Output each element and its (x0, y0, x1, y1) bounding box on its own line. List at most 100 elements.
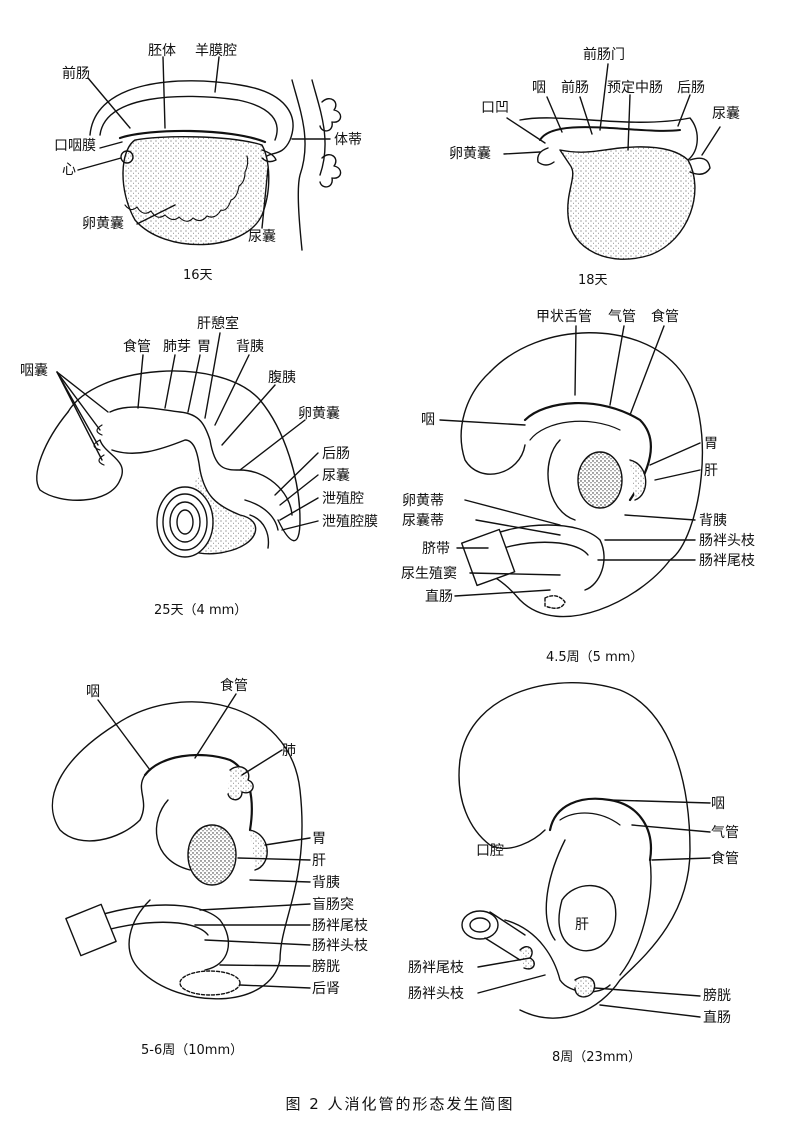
label-hindgut: 后肠 (677, 80, 705, 96)
label-bladder: 膀胱 (703, 988, 731, 1004)
label-stomach: 胃 (312, 831, 326, 847)
panel-25-drawing (36, 332, 319, 558)
esophagus-shape-8 (619, 859, 652, 976)
label-anterior-intestinal-portal: 前肠门 (583, 47, 625, 63)
gut-loop-56 (84, 904, 230, 971)
label-hepatic-diverticulum: 肝憩室 (197, 316, 239, 332)
liver-shape-56 (187, 824, 237, 886)
label-esophagus: 食管 (711, 851, 739, 867)
label-pharynx: 咽 (532, 80, 546, 96)
label-yolk-sac: 卵黄囊 (298, 406, 340, 422)
label-liver: 肝 (575, 917, 589, 933)
label-caudal-limb: 肠袢尾枝 (312, 918, 368, 934)
label-stomach: 胃 (197, 339, 211, 355)
label-allantoic-stalk: 尿囊蒂 (402, 513, 444, 529)
panel-45-drawing (439, 325, 704, 618)
label-heart: 心 (62, 162, 76, 178)
label-liver: 肝 (312, 853, 326, 869)
stage-caption-45: 4.5周（5 mm） (546, 650, 644, 665)
amnion-outline (89, 80, 294, 161)
label-cranial-limb: 肠袢头枝 (408, 986, 464, 1002)
label-trachea: 气管 (608, 309, 636, 325)
label-lung-bud: 肺芽 (163, 339, 191, 355)
label-caudal-limb: 肠袢尾枝 (699, 553, 755, 569)
liver-shape-45 (577, 451, 623, 509)
label-esophagus: 食管 (220, 678, 248, 694)
label-thyroglossal-duct: 甲状舌管 (536, 309, 592, 325)
stage-caption-8: 8周（23mm） (552, 1050, 642, 1065)
stomach-shape-56 (249, 829, 268, 871)
label-umbilical-cord: 脐带 (422, 541, 450, 557)
pharynx-shape-8 (548, 797, 653, 862)
label-oropharyngeal-membrane: 口咽膜 (54, 138, 96, 154)
lung-shape-56 (227, 766, 254, 801)
pharynx-tube (109, 406, 293, 516)
yolk-sac-shape-18 (559, 146, 696, 260)
label-pharynx: 咽 (711, 796, 725, 812)
panel-18-drawing (503, 63, 721, 260)
label-vitelline-duct: 卵黄蒂 (402, 493, 444, 509)
heart-shape (120, 150, 134, 164)
label-pharynx: 咽 (421, 412, 435, 428)
pharynx-shape-56 (143, 753, 253, 832)
label-dorsal-pancreas: 背胰 (699, 513, 727, 529)
stomach-shape-45 (629, 459, 647, 501)
label-urogenital-sinus: 尿生殖窦 (401, 566, 457, 582)
label-yolk-sac: 卵黄囊 (82, 216, 124, 232)
label-amniotic-cavity: 羊膜腔 (195, 43, 237, 59)
label-stomodeum: 口凹 (481, 100, 509, 116)
stage-caption-18: 18天 (578, 273, 608, 288)
label-esophagus: 食管 (123, 339, 151, 355)
embryo-outline-18 (519, 117, 698, 161)
label-oral-cavity: 口腔 (476, 843, 504, 859)
label-cloaca: 泄殖腔 (322, 491, 364, 507)
label-body-stalk: 体蒂 (334, 132, 362, 148)
allantois-shape (261, 149, 277, 163)
panel-16-drawing (77, 56, 342, 251)
label-yolk-sac: 卵黄囊 (449, 146, 491, 162)
label-pharynx: 咽 (86, 684, 100, 700)
panel-56-drawing (51, 693, 311, 1000)
embryo-disc (118, 129, 267, 144)
pharynx-shape-45 (523, 402, 652, 502)
liver-shape-8 (558, 884, 617, 952)
label-bladder: 膀胱 (312, 959, 340, 975)
label-cranial-limb: 肠袢头枝 (312, 938, 368, 954)
label-allantois: 尿囊 (322, 468, 350, 484)
label-esophagus: 食管 (651, 309, 679, 325)
label-foregut: 前肠 (561, 80, 589, 96)
label-allantois: 尿囊 (248, 229, 276, 245)
label-cloacal-membrane: 泄殖腔膜 (322, 514, 378, 530)
gut-loop-45 (479, 524, 605, 591)
label-rectum: 直肠 (703, 1010, 731, 1026)
embryo-outline-45 (469, 332, 704, 618)
stage-caption-25: 25天（4 mm） (154, 603, 248, 618)
allantois-shape-18 (689, 157, 711, 175)
label-hindgut: 后肠 (322, 446, 350, 462)
label-dorsal-pancreas: 背胰 (312, 875, 340, 891)
label-presumptive-midgut: 预定中肠 (607, 80, 663, 96)
figure-caption: 图 2 人消化管的形态发生简图 (285, 1095, 515, 1113)
panel-8-drawing (458, 681, 711, 1019)
gut-loop-8 (504, 919, 611, 993)
label-dorsal-pancreas: 背胰 (236, 339, 264, 355)
embryo-outline-56 (114, 701, 303, 1000)
stage-caption-16: 16天 (183, 268, 213, 283)
label-ventral-pancreas: 腹胰 (268, 370, 296, 386)
label-trachea: 气管 (711, 825, 739, 841)
label-cecal-bud: 盲肠突 (312, 897, 354, 913)
label-lung: 肺 (282, 743, 296, 759)
label-pharyngeal-pouches: 咽囊 (20, 363, 48, 379)
label-embryo-body: 胚体 (148, 43, 176, 59)
label-allantois: 尿囊 (712, 106, 740, 122)
embryo-outline-25 (67, 370, 301, 542)
yolk-sac-shape (122, 136, 270, 246)
body-stalk-vessels (319, 98, 342, 188)
stage-caption-56: 5-6周（10mm） (141, 1043, 244, 1058)
label-rectum: 直肠 (425, 589, 453, 605)
embryo-outline-8 (459, 681, 691, 1019)
label-cranial-limb: 肠袢头枝 (699, 533, 755, 549)
label-foregut: 前肠 (62, 66, 90, 82)
